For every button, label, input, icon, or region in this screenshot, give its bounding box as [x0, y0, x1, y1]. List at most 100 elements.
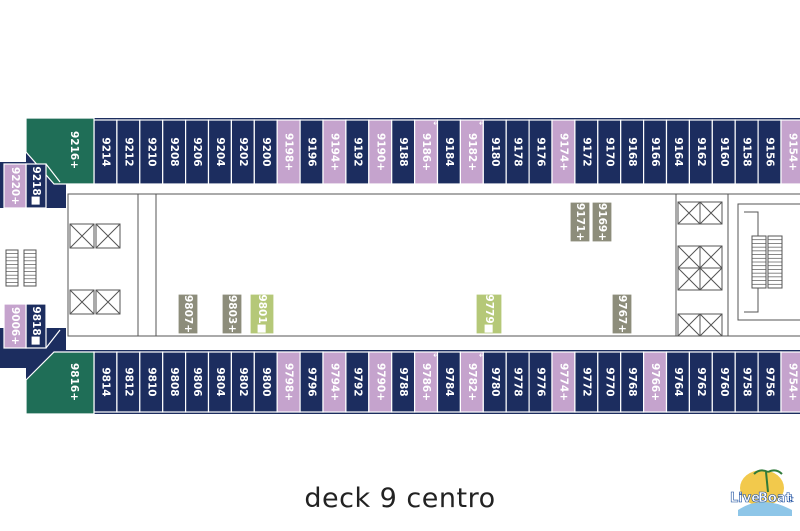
- cabin-9800[interactable]: 9800: [253, 351, 278, 413]
- cabin-9760[interactable]: 9760: [711, 351, 736, 413]
- cabin-9774[interactable]: 9774+: [551, 351, 576, 413]
- cabin-9171[interactable]: 9171+: [569, 201, 591, 243]
- cabin-9218[interactable]: 9218■: [25, 163, 47, 209]
- elevator-shaft-icon: [677, 267, 701, 291]
- cabin-9808[interactable]: 9808: [162, 351, 187, 413]
- cabin-9170-label: 9170: [603, 137, 615, 166]
- cabin-9782-connecting-icon: ↔: [479, 351, 486, 361]
- elevator-shaft-icon: [69, 289, 95, 315]
- cabin-9756-label: 9756: [764, 367, 776, 396]
- cabin-9006[interactable]: 9006+: [3, 303, 27, 349]
- cabin-9779-label: 9779■: [483, 294, 495, 333]
- cabin-9198[interactable]: 9198+: [276, 119, 301, 185]
- cabin-9794[interactable]: 9794+: [322, 351, 347, 413]
- cabin-9754[interactable]: 9754+: [780, 351, 800, 413]
- cabin-9169[interactable]: 9169+: [591, 201, 613, 243]
- cabin-9786[interactable]: 9786+↔: [414, 351, 441, 413]
- cabin-9788[interactable]: 9788: [391, 351, 416, 413]
- cabin-9779-box: [475, 293, 503, 335]
- cabin-9184[interactable]: 9184: [436, 119, 461, 185]
- cabin-9772[interactable]: 9772: [574, 351, 599, 413]
- cabin-9160[interactable]: 9160: [711, 119, 736, 185]
- cabin-9204[interactable]: 9204: [207, 119, 232, 185]
- cabin-9212[interactable]: 9212: [116, 119, 141, 185]
- cabin-9172[interactable]: 9172: [574, 119, 599, 185]
- cabin-9804[interactable]: 9804: [207, 351, 232, 413]
- cabin-9782[interactable]: 9782+↔: [459, 351, 486, 413]
- cabin-9784[interactable]: 9784: [436, 351, 461, 413]
- cabin-9802-label: 9802: [237, 367, 249, 396]
- cabin-9796[interactable]: 9796: [299, 351, 324, 413]
- cabin-9818[interactable]: 9818■: [25, 303, 47, 349]
- cabin-9812[interactable]: 9812: [116, 351, 141, 413]
- cabin-9196[interactable]: 9196: [299, 119, 324, 185]
- cabin-9156[interactable]: 9156: [757, 119, 782, 185]
- cabin-9170[interactable]: 9170: [597, 119, 622, 185]
- cabin-9166[interactable]: 9166: [642, 119, 668, 185]
- cabin-9194[interactable]: 9194+: [322, 119, 347, 185]
- cabin-9801[interactable]: 9801■: [249, 293, 275, 335]
- cabin-9803[interactable]: 9803+: [221, 293, 243, 335]
- cabin-9816[interactable]: 9816+: [25, 351, 95, 415]
- cabin-9807[interactable]: 9807+: [177, 293, 199, 335]
- cabin-9210[interactable]: 9210: [139, 119, 164, 185]
- cabin-9767[interactable]: 9767+: [611, 293, 633, 335]
- cabins-inner: 9171+9169+ 9807+ 9803+ 9801■ 9779■ 9767+: [177, 201, 633, 335]
- cabin-9790[interactable]: 9790+: [368, 351, 393, 413]
- cabin-9764[interactable]: 9764: [665, 351, 690, 413]
- cabin-9162[interactable]: 9162: [688, 119, 713, 185]
- cabin-9778[interactable]: 9778: [505, 351, 530, 413]
- cabin-9180[interactable]: 9180: [482, 119, 507, 185]
- cabin-9186[interactable]: 9186+↔: [414, 119, 441, 185]
- cabin-9762-label: 9762: [695, 367, 707, 396]
- cabin-9174[interactable]: 9174+: [551, 119, 576, 185]
- cabin-9208-label: 9208: [168, 137, 180, 166]
- cabin-9200[interactable]: 9200: [253, 119, 278, 185]
- cabin-9776[interactable]: 9776: [528, 351, 553, 413]
- cabin-9164[interactable]: 9164: [665, 119, 690, 185]
- cabin-9798[interactable]: 9798+: [276, 351, 301, 413]
- cabin-9802[interactable]: 9802: [230, 351, 255, 413]
- cabin-9176[interactable]: 9176: [528, 119, 553, 185]
- cabin-9762[interactable]: 9762: [688, 351, 713, 413]
- cabin-9794-label: 9794+: [328, 363, 340, 401]
- elevator-shaft-icon: [95, 289, 121, 315]
- cabin-9780[interactable]: 9780: [482, 351, 507, 413]
- cabin-9206[interactable]: 9206: [185, 119, 210, 185]
- cabin-9804-label: 9804: [214, 367, 226, 396]
- cabin-9178[interactable]: 9178: [505, 119, 530, 185]
- logo-wave: [738, 502, 792, 516]
- cabin-9160-label: 9160: [718, 137, 730, 166]
- elevator-shaft-icon: [677, 313, 701, 337]
- cabin-9756[interactable]: 9756: [757, 351, 782, 413]
- cabin-9768[interactable]: 9768: [620, 351, 645, 413]
- cabin-9208[interactable]: 9208: [162, 119, 187, 185]
- cabin-9158-label: 9158: [741, 137, 753, 166]
- cabin-9758[interactable]: 9758: [734, 351, 759, 413]
- stairs-aft-right-icon: [23, 249, 37, 287]
- cabin-9168[interactable]: 9168: [620, 119, 645, 185]
- cabin-9782-label: 9782+: [466, 363, 478, 401]
- cabin-9214[interactable]: 9214: [93, 119, 118, 185]
- cabin-9806[interactable]: 9806: [185, 351, 210, 413]
- cabin-9814[interactable]: 9814: [93, 351, 118, 413]
- cabin-9182[interactable]: 9182+↔: [459, 119, 486, 185]
- cabin-9220[interactable]: 9220+: [3, 163, 27, 209]
- cabin-9190[interactable]: 9190+: [368, 119, 393, 185]
- cabin-9188[interactable]: 9188: [391, 119, 416, 185]
- cabin-9766[interactable]: 9766+: [642, 351, 668, 413]
- cabin-9158[interactable]: 9158: [734, 119, 759, 185]
- cabin-9770[interactable]: 9770: [597, 351, 622, 413]
- elevator-shaft-icon: [677, 201, 701, 225]
- cabin-9171-box: [569, 201, 591, 243]
- cabin-9192[interactable]: 9192: [345, 119, 370, 185]
- cabin-9220-label: 9220+: [9, 167, 21, 205]
- cabin-9779[interactable]: 9779■: [475, 293, 503, 335]
- cabin-9164-label: 9164: [672, 137, 684, 166]
- cabin-9154[interactable]: 9154+: [780, 119, 800, 185]
- cabin-9810[interactable]: 9810: [139, 351, 164, 413]
- cabin-9792[interactable]: 9792: [345, 351, 370, 413]
- cabin-9174-label: 9174+: [557, 133, 569, 171]
- cabin-9182-connecting-icon: ↔: [479, 119, 486, 129]
- cabin-9202[interactable]: 9202: [230, 119, 255, 185]
